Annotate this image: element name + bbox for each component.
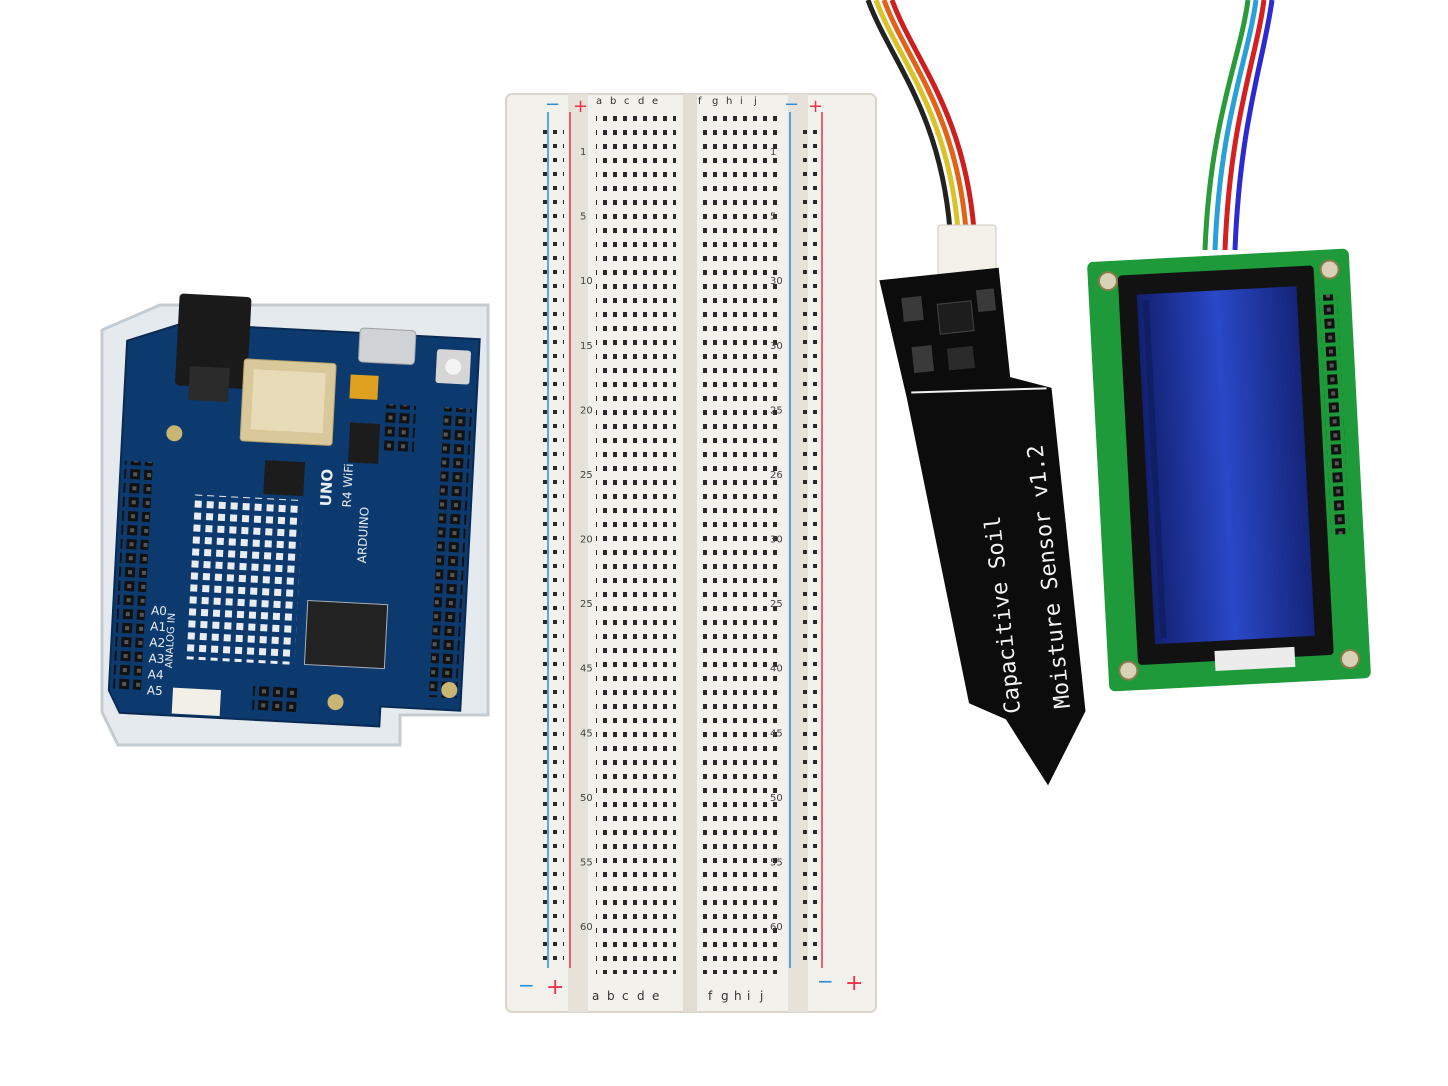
sensor-pcb (879, 267, 1086, 786)
left-pin-header (112, 460, 153, 692)
rail-minus-top-left: − (545, 94, 560, 115)
col-label-top-a: a (596, 96, 602, 107)
dc-barrel-jack (175, 293, 252, 389)
silk-analog-pin-5: A5 (147, 683, 164, 698)
row-label-left-0: 1 (580, 147, 586, 158)
led-matrix (184, 494, 304, 665)
right-pin-header (428, 407, 473, 699)
row-label-right-12: 60 (770, 922, 783, 933)
silk-analog-pin-0: A0 (151, 603, 168, 618)
col-label-top-f: f (698, 96, 702, 107)
capacitive-soil-moisture-sensor: Capacitive Soil Moisture Sensor v1.2 (865, 0, 1086, 786)
mcu-chip (303, 599, 389, 670)
silk-analog-pin-3: A3 (148, 651, 165, 666)
center-channel (683, 94, 697, 1012)
rail-minus-bottom-right: − (817, 969, 834, 993)
silk-series: R4 WiFi (340, 463, 356, 508)
col-label-bottom-c: c (622, 989, 629, 1003)
lcd-16x2-i2c-module (1087, 0, 1371, 692)
col-label-bottom-j: j (759, 989, 763, 1003)
rail-plus-top-right: + (808, 96, 823, 117)
row-label-left-12: 60 (580, 922, 593, 933)
sensor-wire-black (865, 0, 953, 231)
col-label-bottom-b: b (607, 989, 615, 1003)
row-label-right-10: 50 (770, 793, 783, 804)
silk-header-label: ANALOG IN (164, 613, 178, 669)
row-label-right-6: 30 (770, 535, 783, 546)
row-label-left-3: 15 (580, 341, 593, 352)
col-label-bottom-f: f (708, 989, 713, 1003)
silk-analog-pin-1: A1 (150, 619, 167, 634)
rail-plus-bottom-left: + (546, 975, 564, 1000)
right-power-rail (797, 120, 821, 960)
row-label-right-11: 55 (770, 857, 783, 868)
lcd-wire-blue (1212, 0, 1259, 251)
silk-analog-pin-2: A2 (149, 635, 166, 650)
row-label-left-1: 5 (580, 212, 586, 223)
row-label-right-3: 30 (770, 341, 783, 352)
col-label-bottom-a: a (592, 989, 599, 1003)
row-label-left-2: 10 (580, 276, 593, 287)
row-label-left-9: 45 (580, 728, 593, 739)
breadboard-row-labels: 1510152025202545455055601530302526302540… (580, 147, 783, 933)
left-power-rail (540, 120, 564, 960)
row-label-right-8: 40 (770, 664, 783, 675)
silk-analog-pin-4: A4 (147, 667, 164, 682)
rail-minus-top-right: − (784, 94, 799, 115)
rail-plus-top-left: + (573, 96, 588, 117)
col-label-top-h: h (726, 96, 732, 107)
left-terminal-strip (596, 112, 676, 974)
row-label-left-8: 45 (580, 664, 593, 675)
lcd-wire-navy (1232, 0, 1275, 251)
col-label-top-g: g (712, 96, 718, 107)
row-label-left-5: 25 (580, 470, 593, 481)
rail-plus-bottom-right: + (845, 971, 863, 996)
usb-c-port (358, 327, 417, 366)
lcd-ribbon (1214, 646, 1296, 672)
col-label-bottom-i: i (747, 989, 750, 1003)
row-label-right-7: 25 (770, 599, 783, 610)
row-label-left-10: 50 (580, 793, 593, 804)
row-label-left-4: 20 (580, 405, 593, 416)
row-label-right-5: 26 (770, 470, 783, 481)
sensor-wire-yellow (873, 0, 961, 231)
arduino-uno-board: UNO R4 WiFi ARDUINO ANALOG IN A0A1A2A3A4… (100, 293, 490, 747)
icsp-header (383, 404, 417, 454)
col-label-top-b: b (610, 96, 616, 107)
row-label-right-0: 1 (770, 147, 776, 158)
row-label-right-1: 5 (770, 212, 776, 223)
row-label-left-6: 20 (580, 535, 593, 546)
row-label-left-11: 55 (580, 857, 593, 868)
col-label-bottom-e: e (652, 989, 659, 1003)
silk-model: UNO (317, 468, 337, 506)
row-label-right-9: 45 (770, 728, 783, 739)
col-label-top-j: j (753, 96, 757, 107)
col-label-top-e: e (652, 96, 658, 107)
lcd-screen (1136, 286, 1315, 645)
lcd-pin-header (1318, 294, 1350, 535)
col-label-top-i: i (740, 96, 743, 107)
sensor-jst-connector (937, 224, 997, 276)
col-label-top-d: d (638, 96, 644, 107)
row-label-right-2: 30 (770, 276, 783, 287)
col-label-top-c: c (624, 96, 630, 107)
col-label-bottom-g: g (721, 989, 729, 1003)
rail-minus-bottom-left: − (518, 973, 535, 997)
col-label-bottom-d: d (637, 989, 645, 1003)
row-label-right-4: 25 (770, 405, 783, 416)
lcd-wire-red (1222, 0, 1267, 251)
sensor-wire-orange (881, 0, 969, 231)
qwiic-connector (171, 687, 221, 717)
row-label-left-7: 25 (580, 599, 593, 610)
silk-brand: ARDUINO (355, 506, 372, 563)
col-label-bottom-h: h (734, 989, 742, 1003)
lcd-wire-green (1202, 0, 1251, 251)
right-terminal-strip (702, 112, 782, 974)
sensor-wire-red (889, 0, 977, 231)
